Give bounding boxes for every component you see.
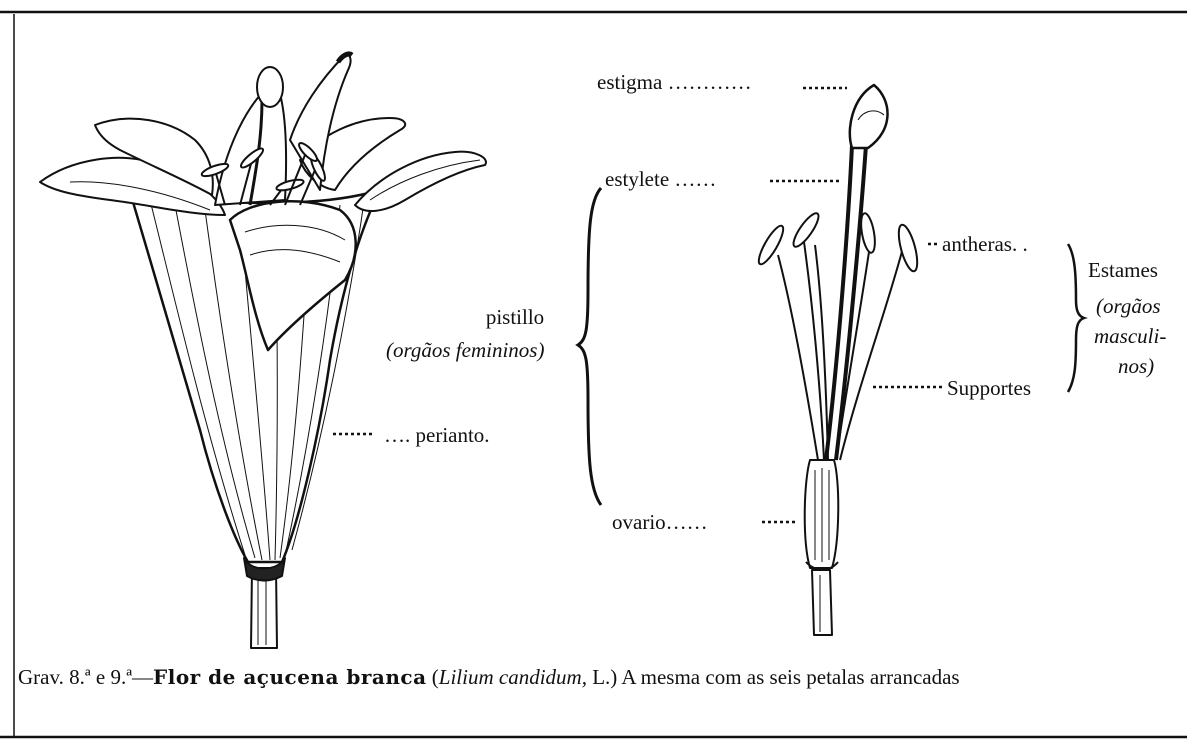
anther [859, 212, 878, 253]
label-estylete: estylete …… [605, 167, 716, 191]
plate-frame [0, 12, 1187, 737]
label-perianto: …. perianto. [384, 423, 490, 447]
label-orgaos-masc-3: nos) [1118, 354, 1154, 378]
label-pistillo: pistillo [455, 305, 575, 329]
caption-prefix: Grav. 8.ª e 9.ª— [18, 665, 153, 689]
label-antheras: antheras. . [942, 232, 1028, 256]
label-orgaos-masc-1: (orgãos [1096, 294, 1161, 318]
filament [778, 255, 818, 460]
anther [755, 223, 787, 267]
filament [836, 245, 870, 460]
label-estames: Estames [1088, 258, 1158, 282]
label-orgaos-masc-2: masculi- [1094, 324, 1166, 348]
pedicel [812, 570, 832, 635]
style [826, 145, 852, 460]
pistil-stamens-drawing [755, 85, 921, 635]
anther [790, 210, 823, 250]
label-orgaos-femininos: (orgãos femininos) [386, 338, 544, 362]
estames-brace [1068, 244, 1084, 392]
caption-paren-close: L.) [587, 665, 617, 689]
label-supportes: Supportes [947, 376, 1031, 400]
petal-right [355, 152, 486, 211]
caption-paren-open: ( [427, 665, 439, 689]
flower-stigma [257, 67, 283, 107]
stigma [850, 85, 888, 148]
label-ovario: ovario…… [612, 510, 708, 534]
caption-title: Flor de açucena branca [153, 665, 427, 689]
figure-caption: Grav. 8.ª e 9.ª—Flor de açucena branca (… [18, 664, 960, 690]
caption-species: Lilium candidum, [439, 665, 587, 689]
caption-rest: A mesma com as seis petalas arrancadas [617, 665, 959, 689]
filament [804, 242, 824, 460]
pistillo-brace [578, 188, 601, 505]
label-estigma: estigma ………… [597, 70, 752, 94]
